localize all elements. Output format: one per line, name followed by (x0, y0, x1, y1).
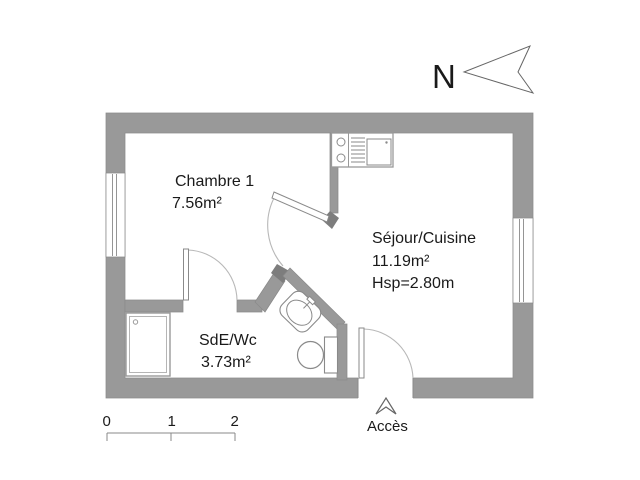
door-swing-arc (363, 328, 414, 379)
kitchen-unit (330, 132, 394, 168)
room-label-sde: SdE/Wc (199, 332, 257, 349)
window-right (512, 217, 534, 304)
door-leaf (271, 191, 330, 223)
room-label-chambre: Chambre 1 (175, 173, 254, 190)
north-label: N (432, 58, 456, 95)
washbasin-icon (279, 290, 322, 333)
scale-tick-2: 2 (231, 413, 239, 430)
room-area-sejour: 11.19m² (372, 253, 430, 270)
door-swing-arc (267, 195, 284, 267)
window-left (105, 172, 126, 258)
faucet-dot (385, 141, 388, 144)
room-label-sejour: Séjour/Cuisine (372, 230, 476, 247)
access-label: Accès (367, 418, 408, 435)
door-swing-arc (187, 249, 238, 301)
stove-burner-icon (336, 137, 346, 147)
drainer-icon (351, 137, 365, 163)
room-area-chambre: 7.56m² (172, 195, 222, 212)
scale-tick-1: 1 (168, 413, 176, 430)
door-leaf (358, 327, 365, 379)
access-arrow-icon (375, 396, 397, 415)
door-chambre (267, 191, 330, 267)
wall-sde-right (336, 323, 348, 381)
door-sde (183, 248, 238, 301)
shower-tray-icon (125, 312, 171, 377)
scale-bar: 0 1 2 (103, 413, 239, 441)
north-arrow-icon (462, 45, 535, 94)
door-leaf (183, 248, 189, 301)
room-ceiling-sejour: Hsp=2.80m (372, 275, 454, 292)
entry-doorway-gap (358, 377, 413, 399)
entrance-marker: Accès (367, 396, 408, 435)
scale-tick-0: 0 (103, 413, 111, 430)
wall-sde-diagonal-left (254, 272, 286, 313)
wall-sde-top-left (124, 299, 184, 313)
door-entry (358, 327, 414, 379)
compass: N (432, 45, 535, 95)
toilet-icon (296, 336, 339, 374)
stove-burner-icon (336, 153, 346, 163)
room-area-sde: 3.73m² (201, 354, 251, 371)
